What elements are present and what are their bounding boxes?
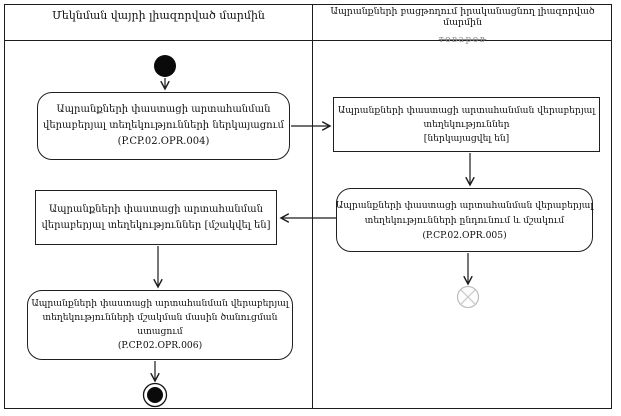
node-text-line: վերաբերյալ տեղեկությունների ներկայացում <box>43 120 284 131</box>
node-code-line: (P.CP.02.OPR.004) <box>117 136 210 147</box>
node-code-line: (P.CP.02.OPR.005) <box>422 229 507 241</box>
node-text-line: վերաբերյալ տեղեկություններ [մշակվել են] <box>41 219 271 231</box>
activity-node-opr006: Ապրանքների փաստացի արտահանման վերաբերյալ… <box>27 290 293 360</box>
lane-subtitle-strikethrough: товаров <box>438 35 487 45</box>
node-text-line: ստացում <box>137 326 183 337</box>
node-text-line: տեղեկությունների ընդունում և մշակում <box>364 214 565 226</box>
node-text-line: տեղեկությունների մշակման մասին ծանուցման <box>42 312 278 323</box>
diagram-outer-border <box>4 4 612 409</box>
node-text-line: տեղեկություններ <box>423 118 510 130</box>
activity-node-opr005: Ապրանքների փաստացի արտահանման վերաբերյալ… <box>336 188 593 252</box>
node-text-line: Ապրանքների փաստացի արտահանման <box>49 203 263 215</box>
lane-header-release-authority: Ապրանքների բացթողում իրականացնող լիազորվ… <box>314 6 611 45</box>
node-text-line: Ապրանքների փաստացի արտահանման <box>56 104 271 115</box>
node-text-line: Ապրանքների փաստացի արտահանման վերաբերյալ <box>335 199 594 211</box>
node-code-line: (P.CP.02.OPR.006) <box>117 340 203 351</box>
lane-title: Ապրանքների բացթողում իրականացնող լիազորվ… <box>330 6 595 28</box>
activity-node-opr004: Ապրանքների փաստացի արտահանման վերաբերյալ… <box>37 92 290 160</box>
node-text-line: Ապրանքների փաստացի արտահանման վերաբերյալ <box>31 298 289 309</box>
object-node-info-submitted: Ապրանքների փաստացի արտահանման վերաբերյալ… <box>333 97 600 152</box>
node-text-line: Ապրանքների փաստացի արտահանման վերաբերյալ <box>337 104 596 116</box>
lane-header-departure-authority: Մեկնման վայրի լիազորված մարմին <box>6 9 311 22</box>
swimlane-divider <box>312 4 313 409</box>
object-node-info-processed: Ապրանքների փաստացի արտահանման վերաբերյալ… <box>35 190 277 245</box>
lane-title: Մեկնման վայրի լիազորված մարմին <box>52 9 265 22</box>
node-state-line: [ներկայացվել են] <box>423 132 510 144</box>
swimlane-header-divider <box>4 40 612 41</box>
